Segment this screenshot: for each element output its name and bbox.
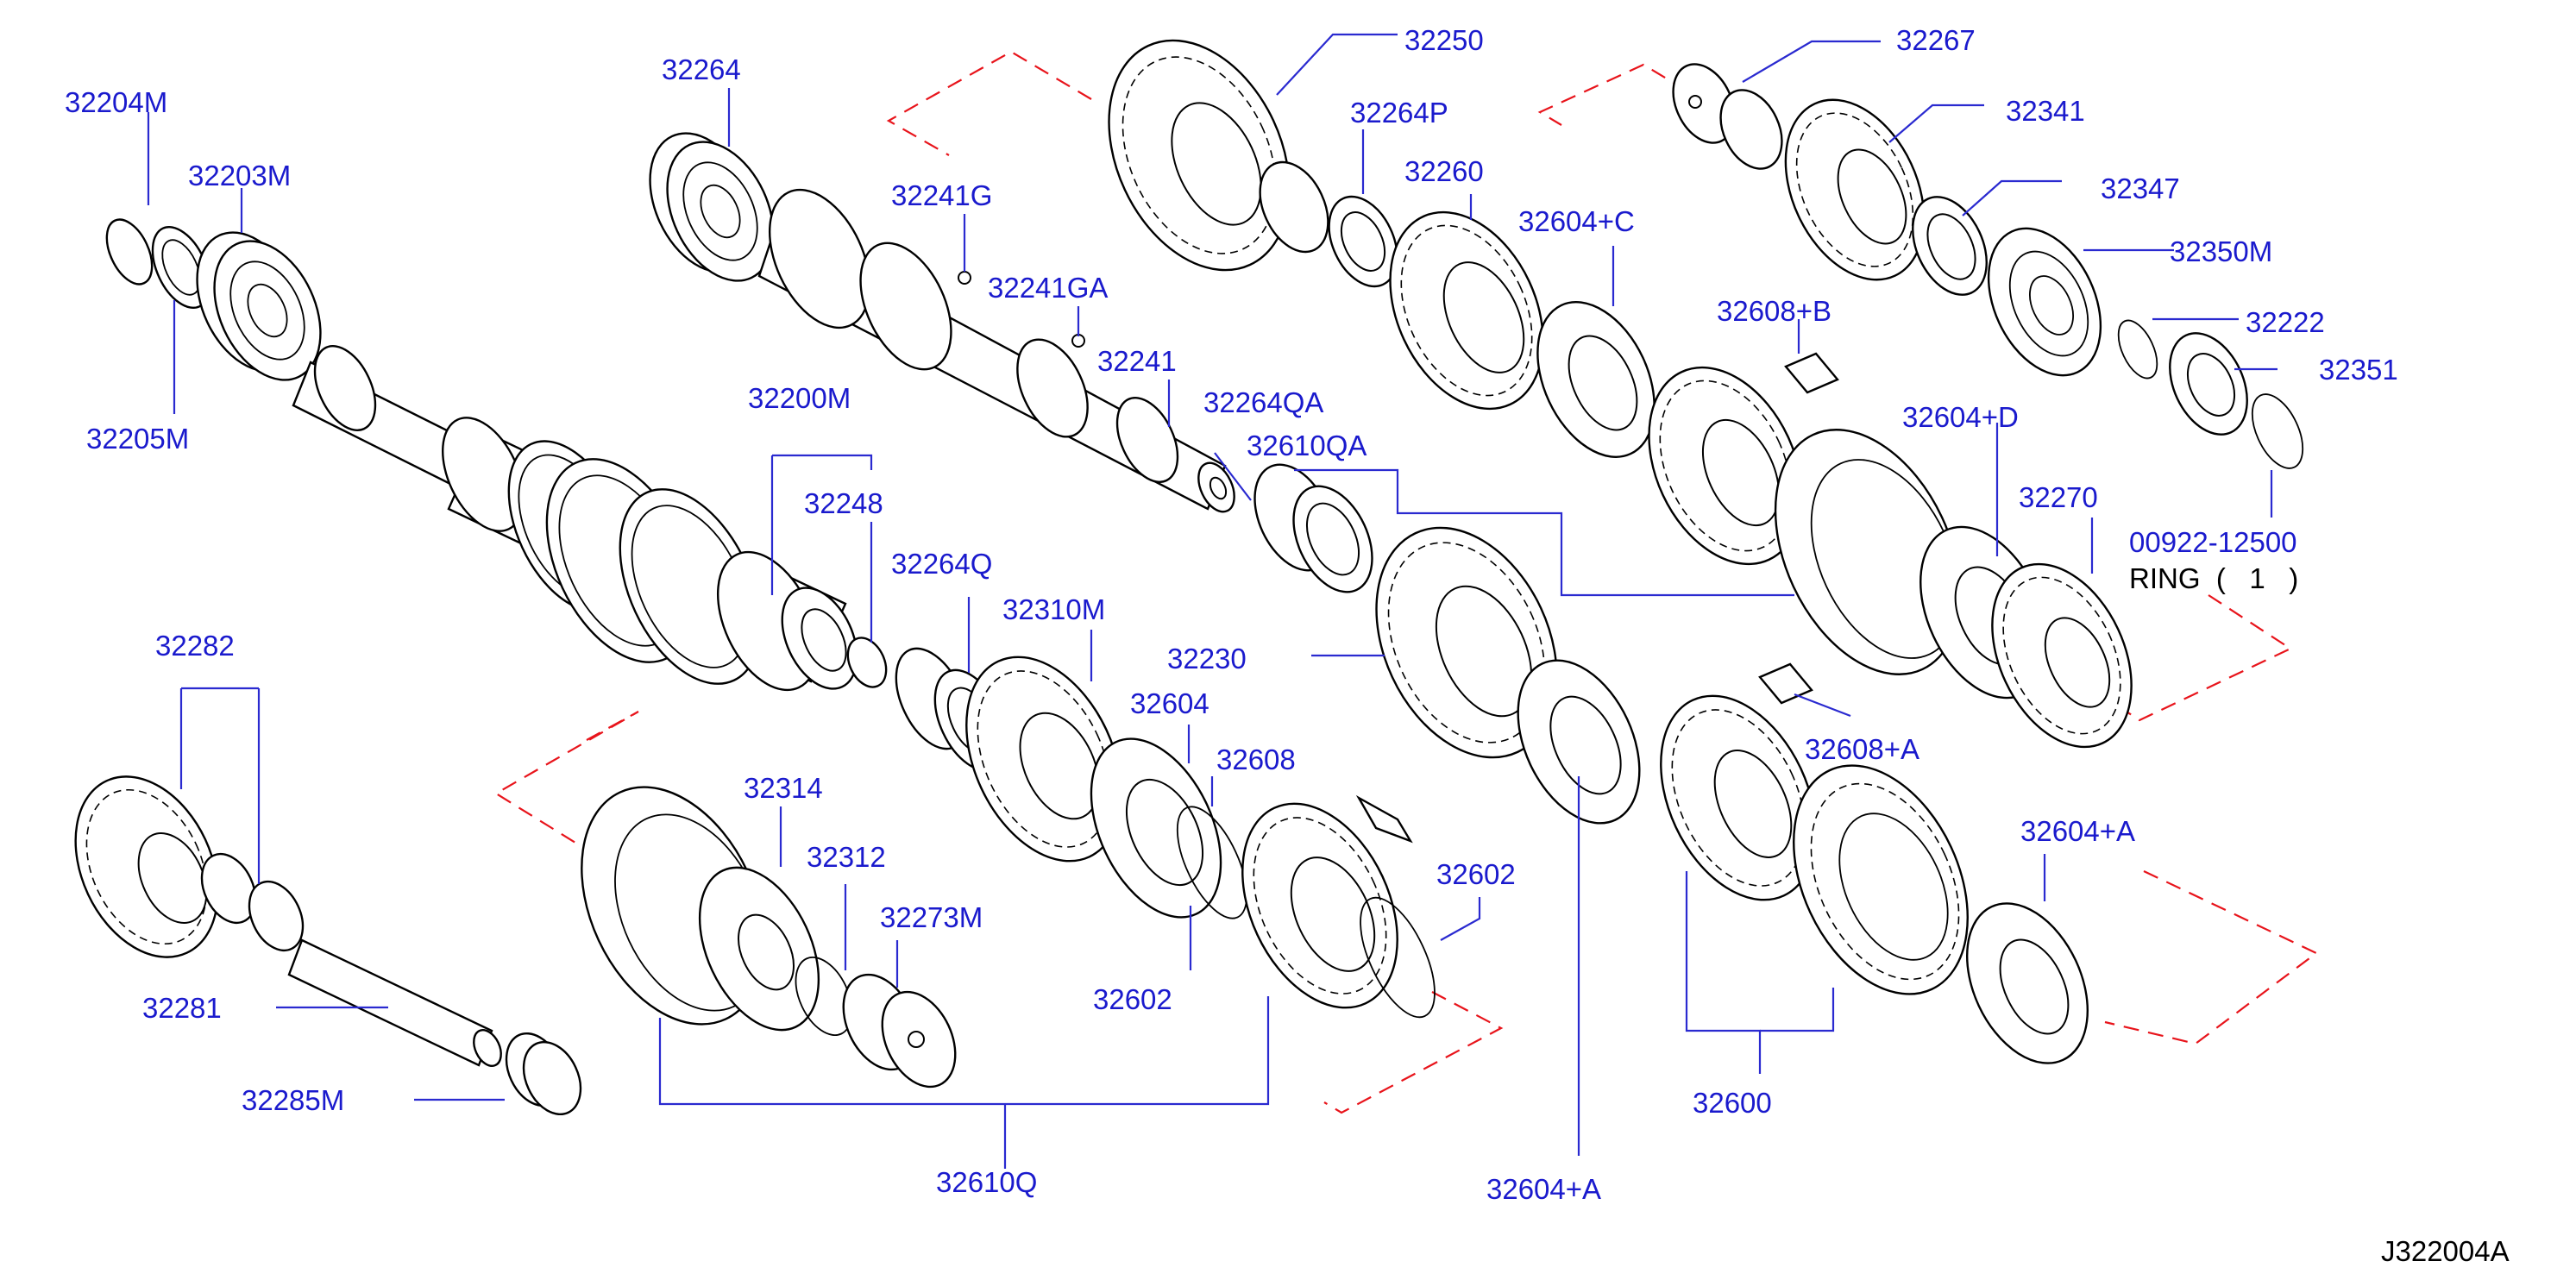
callout-32610Q[interactable]: 32610Q <box>936 1166 1037 1198</box>
callout-32604-D[interactable]: 32604+D <box>1902 401 2019 433</box>
callout-32341[interactable]: 32341 <box>2006 95 2085 127</box>
callout-32241G[interactable]: 32241G <box>891 179 992 211</box>
callout-32260[interactable]: 32260 <box>1404 155 1484 187</box>
callout-32200M[interactable]: 32200M <box>748 382 851 414</box>
callout-32608-A[interactable]: 32608+A <box>1805 733 1919 765</box>
callout-32312[interactable]: 32312 <box>807 841 886 873</box>
callout-32222[interactable]: 32222 <box>2246 306 2325 338</box>
callout-labels: 32204M 32203M 32205M 32264 32241G 32241G… <box>65 24 2510 1267</box>
callout-32351[interactable]: 32351 <box>2319 354 2398 386</box>
callout-32604-A-right[interactable]: 32604+A <box>2020 815 2135 847</box>
callout-32602-left[interactable]: 32602 <box>1093 983 1172 1015</box>
callout-00922-12500[interactable]: 00922-12500 <box>2129 526 2297 558</box>
callout-32267[interactable]: 32267 <box>1896 24 1976 56</box>
diagram-code: J322004A <box>2381 1235 2510 1267</box>
callout-32264QA[interactable]: 32264QA <box>1203 386 1323 418</box>
ring-quantity-note: RING ( 1 ) <box>2129 562 2298 594</box>
leader-lines <box>147 33 2278 1169</box>
callout-32604-C[interactable]: 32604+C <box>1518 205 1635 237</box>
callout-32285M[interactable]: 32285M <box>242 1084 344 1116</box>
callout-32248[interactable]: 32248 <box>804 487 883 519</box>
callout-32205M[interactable]: 32205M <box>86 423 189 455</box>
callout-32241[interactable]: 32241 <box>1097 345 1177 377</box>
callout-32250[interactable]: 32250 <box>1404 24 1484 56</box>
callout-32347[interactable]: 32347 <box>2101 173 2180 204</box>
callout-32264Q[interactable]: 32264Q <box>891 548 992 580</box>
callout-32273M[interactable]: 32273M <box>880 901 983 933</box>
callout-32608-B[interactable]: 32608+B <box>1717 295 1831 327</box>
parts-drawing <box>74 39 2304 1116</box>
callout-32608[interactable]: 32608 <box>1216 744 1296 775</box>
callout-32270[interactable]: 32270 <box>2019 481 2098 513</box>
callout-32600[interactable]: 32600 <box>1693 1087 1772 1119</box>
callout-32264P[interactable]: 32264P <box>1350 97 1448 129</box>
callout-32241GA[interactable]: 32241GA <box>988 272 1108 304</box>
callout-32281[interactable]: 32281 <box>142 992 222 1024</box>
callout-32204M[interactable]: 32204M <box>65 86 167 118</box>
callout-32310M[interactable]: 32310M <box>1002 593 1105 625</box>
callout-32230[interactable]: 32230 <box>1167 643 1247 675</box>
callout-32604-A-center[interactable]: 32604+A <box>1486 1173 1601 1205</box>
callout-32602-right[interactable]: 32602 <box>1436 858 1516 890</box>
callout-32610QA[interactable]: 32610QA <box>1247 430 1367 461</box>
callout-32350M[interactable]: 32350M <box>2170 235 2272 267</box>
callout-32264[interactable]: 32264 <box>662 53 741 85</box>
callout-32314[interactable]: 32314 <box>744 772 823 804</box>
callout-32282[interactable]: 32282 <box>155 630 235 662</box>
callout-32203M[interactable]: 32203M <box>188 160 291 191</box>
callout-32604[interactable]: 32604 <box>1130 687 1209 719</box>
